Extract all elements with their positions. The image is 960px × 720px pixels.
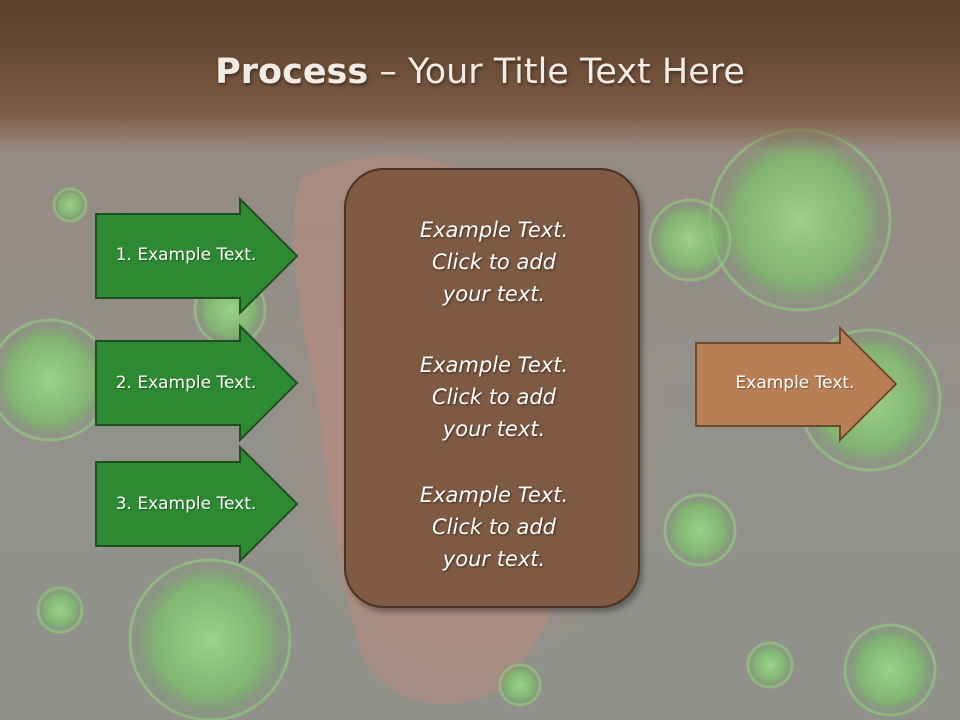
paragraph-line: Example Text. bbox=[419, 483, 569, 507]
right-arrow-shape[interactable] bbox=[695, 325, 898, 443]
left-arrow-1-label[interactable]: 1. Example Text. bbox=[115, 245, 257, 265]
paragraph-line: Example Text. bbox=[419, 353, 569, 377]
right-arrow-label[interactable]: Example Text. bbox=[735, 373, 855, 393]
center-paragraph-1[interactable]: Example Text. Click to add your text. bbox=[346, 214, 642, 310]
left-arrow-1-shape[interactable] bbox=[95, 196, 299, 316]
title-separator: – bbox=[368, 52, 408, 92]
title-rest: Your Title Text Here bbox=[407, 52, 745, 92]
slide-title[interactable]: Process – Your Title Text Here bbox=[0, 52, 960, 92]
left-arrow-3-label[interactable]: 3. Example Text. bbox=[115, 494, 257, 514]
paragraph-line: Click to add bbox=[431, 250, 556, 274]
title-bar bbox=[0, 0, 960, 150]
left-arrow-3-shape[interactable] bbox=[95, 444, 299, 564]
center-paragraph-3[interactable]: Example Text. Click to add your text. bbox=[346, 479, 642, 575]
paragraph-line: Example Text. bbox=[419, 218, 569, 242]
paragraph-line: your text. bbox=[442, 547, 546, 571]
left-arrow-2-shape[interactable] bbox=[95, 323, 299, 443]
paragraph-line: your text. bbox=[442, 417, 546, 441]
paragraph-line: Click to add bbox=[431, 515, 556, 539]
paragraph-line: Click to add bbox=[431, 385, 556, 409]
title-bold-part: Process bbox=[215, 52, 369, 92]
center-paragraph-2[interactable]: Example Text. Click to add your text. bbox=[346, 349, 642, 445]
left-arrow-2-label[interactable]: 2. Example Text. bbox=[115, 373, 257, 393]
center-text-box[interactable]: Example Text. Click to add your text. Ex… bbox=[344, 168, 640, 608]
paragraph-line: your text. bbox=[442, 282, 546, 306]
